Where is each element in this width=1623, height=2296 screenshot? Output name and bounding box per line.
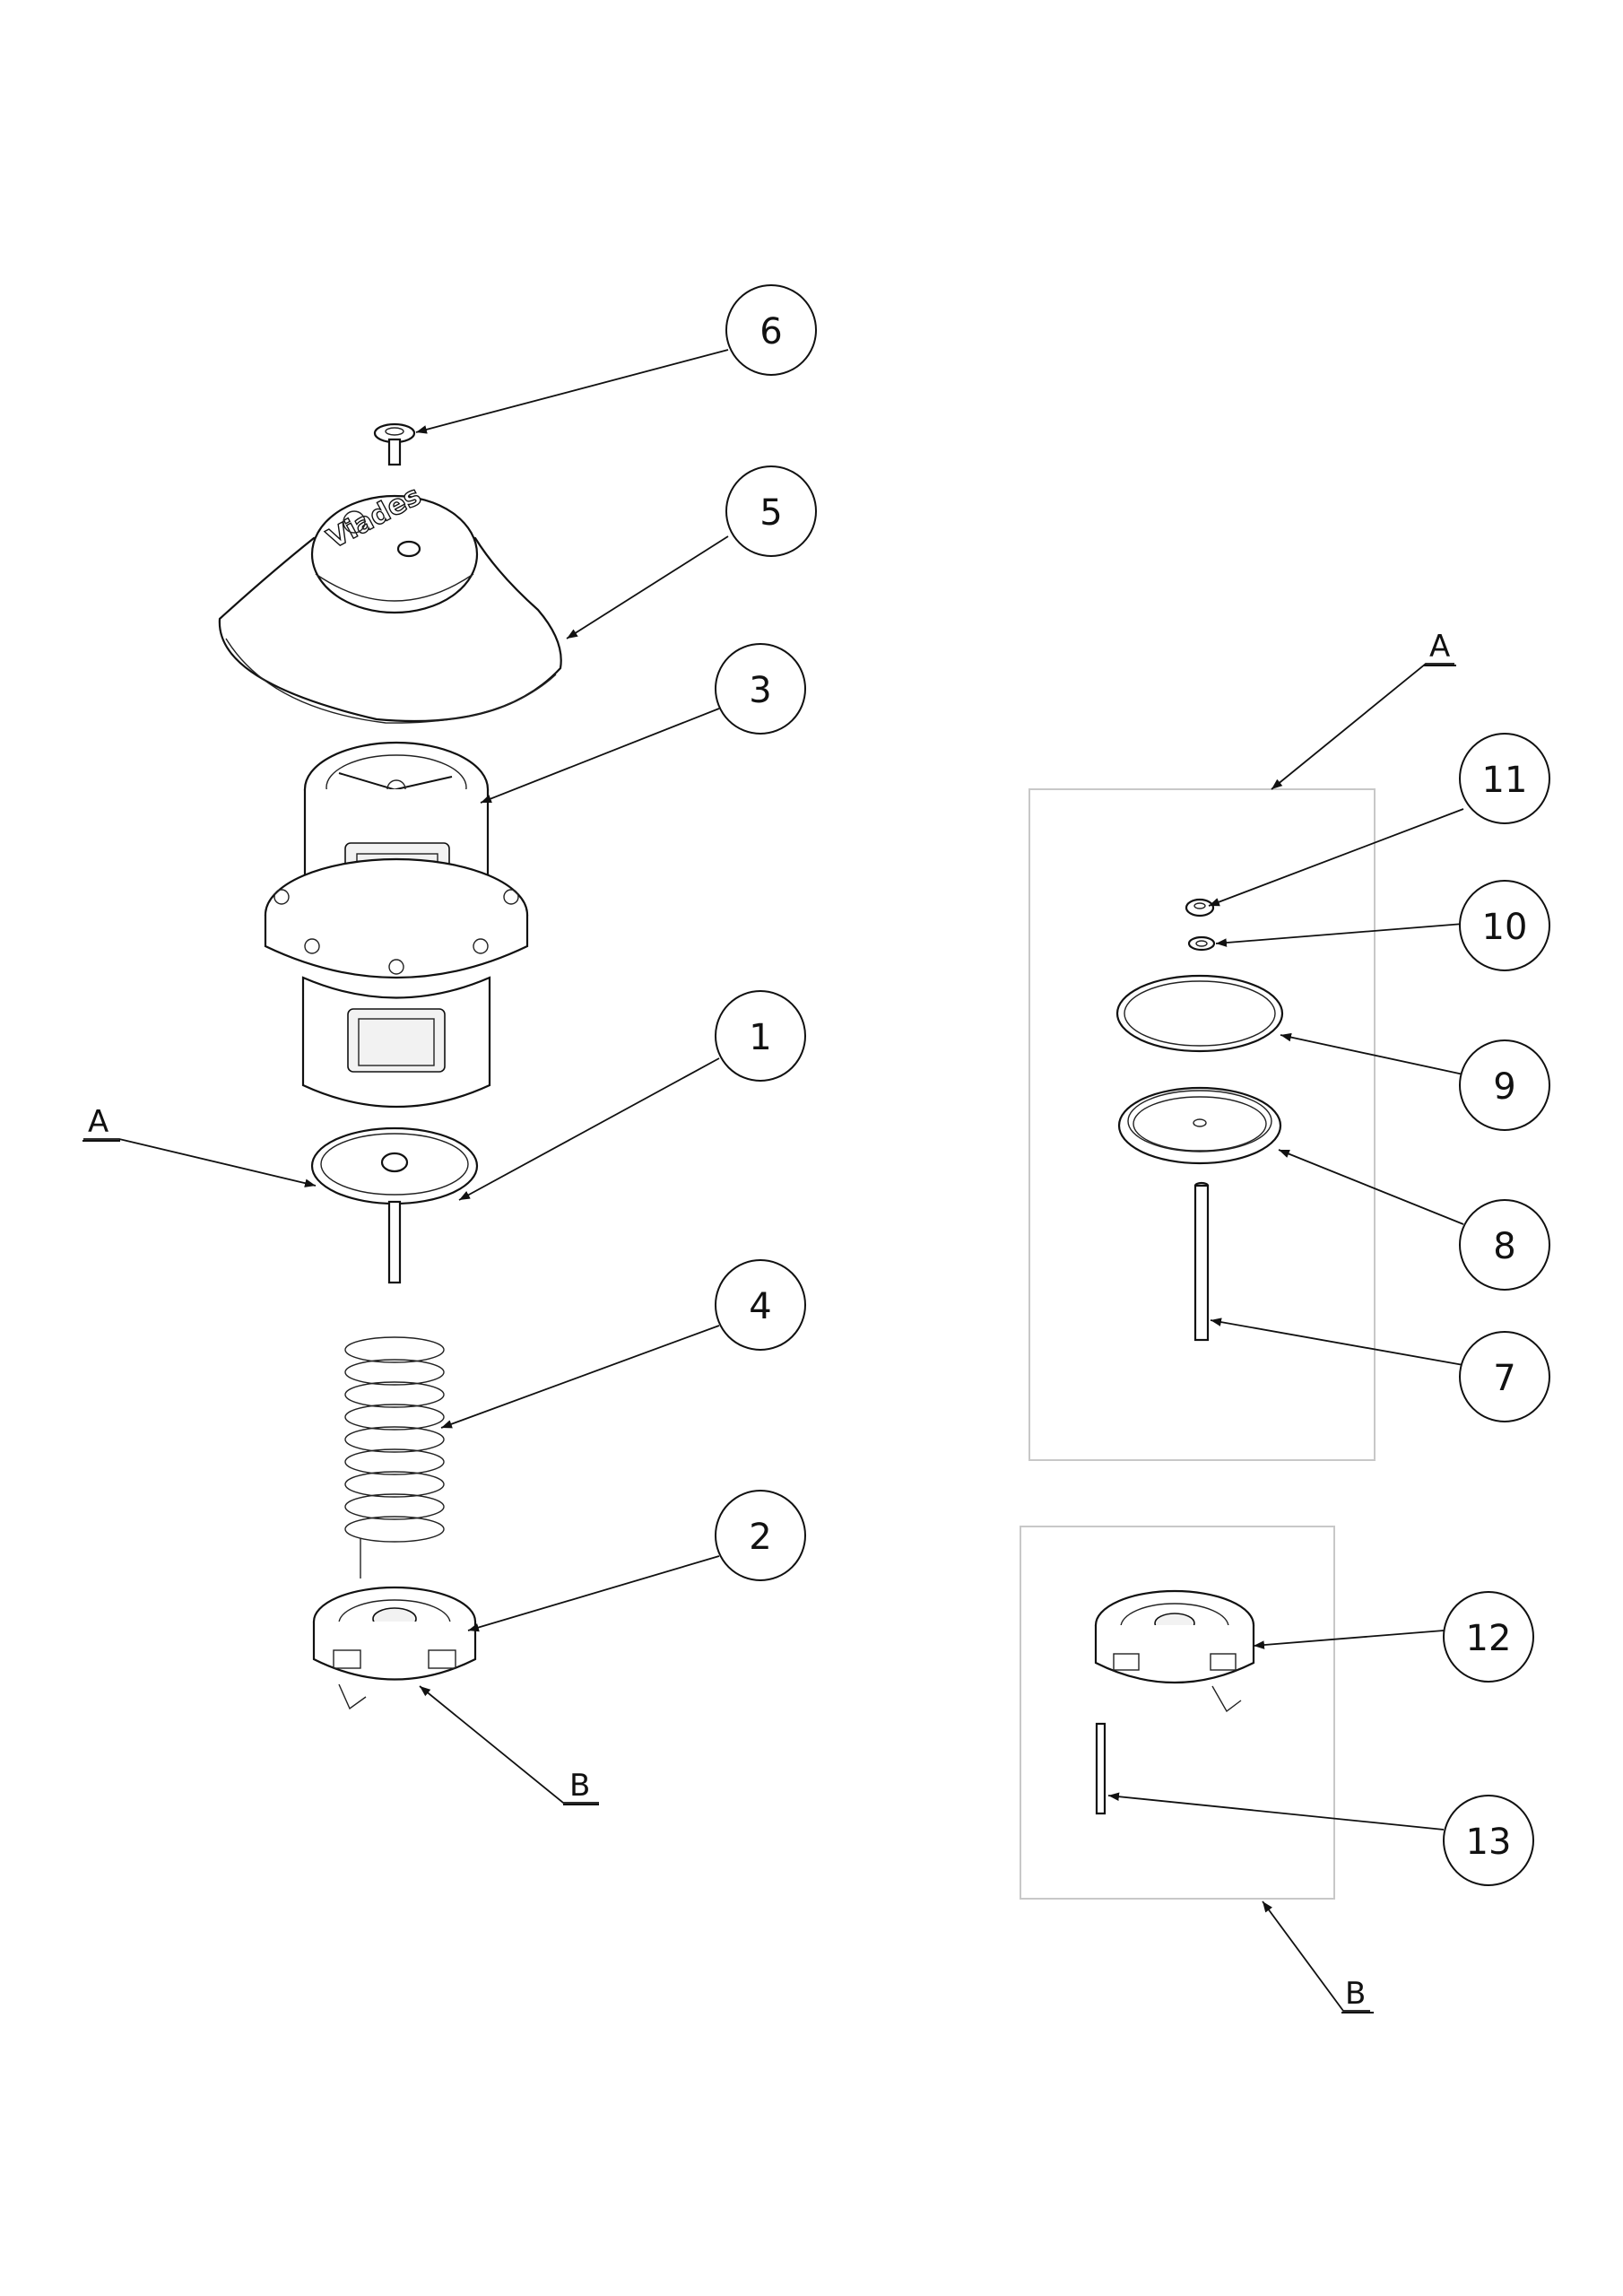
callout-7-label: 7 [1493, 1358, 1515, 1399]
part-13-gasket [1095, 1722, 1107, 1815]
part-6-screw [373, 422, 416, 466]
callout-11-label: 11 [1482, 760, 1528, 801]
part-11-nut [1185, 898, 1215, 918]
part-9-o-ring [1115, 974, 1284, 1053]
leader-lines [83, 349, 1464, 2012]
callout-9-label: 9 [1493, 1066, 1515, 1108]
part-7-stem [1193, 1181, 1210, 1342]
callout-4-label: 4 [749, 1286, 771, 1327]
callout-2[interactable]: 2 [715, 1490, 806, 1581]
callout-5-label: 5 [759, 492, 782, 534]
reference-b-detail-label: B [1345, 1976, 1366, 2012]
reference-a-main[interactable]: A [82, 1104, 120, 1142]
part-2-spring-seat [312, 1586, 477, 1710]
part-3-valve-body [264, 741, 529, 1108]
callout-11[interactable]: 11 [1459, 733, 1550, 824]
reference-a-detail[interactable]: A [1424, 629, 1456, 666]
detail-a-frame [1028, 788, 1376, 1461]
callout-13-label: 13 [1466, 1822, 1512, 1863]
callout-3-label: 3 [749, 670, 771, 711]
callout-7[interactable]: 7 [1459, 1331, 1550, 1422]
part-1-diaphragm-assembly [310, 1126, 479, 1284]
part-8-diaphragm [1117, 1086, 1282, 1165]
callout-6[interactable]: 6 [725, 284, 817, 376]
callout-4[interactable]: 4 [715, 1259, 806, 1351]
reference-a-main-label: A [88, 1104, 108, 1140]
detail-b-frame [1020, 1526, 1335, 1900]
part-4-spring [344, 1336, 445, 1578]
callout-13[interactable]: 13 [1443, 1795, 1534, 1886]
callout-10-label: 10 [1482, 907, 1528, 948]
callout-1-label: 1 [749, 1017, 771, 1058]
callout-12-label: 12 [1466, 1618, 1512, 1659]
callout-9[interactable]: 9 [1459, 1039, 1550, 1131]
callout-2-label: 2 [749, 1517, 771, 1558]
part-5-cover-dome: Viades [218, 479, 562, 724]
part-10-washer [1187, 935, 1216, 952]
reference-b-main[interactable]: B [563, 1768, 599, 1805]
callout-6-label: 6 [759, 311, 782, 352]
reference-b-main-label: B [569, 1768, 590, 1804]
callout-3[interactable]: 3 [715, 643, 806, 735]
part-12-spring-seat [1094, 1589, 1255, 1713]
callout-5[interactable]: 5 [725, 465, 817, 557]
callout-12[interactable]: 12 [1443, 1591, 1534, 1683]
callout-8-label: 8 [1493, 1226, 1515, 1267]
callout-10[interactable]: 10 [1459, 880, 1550, 971]
callout-1[interactable]: 1 [715, 990, 806, 1082]
reference-b-detail[interactable]: B [1341, 1976, 1374, 2013]
reference-a-detail-label: A [1429, 629, 1450, 665]
callout-8[interactable]: 8 [1459, 1199, 1550, 1291]
